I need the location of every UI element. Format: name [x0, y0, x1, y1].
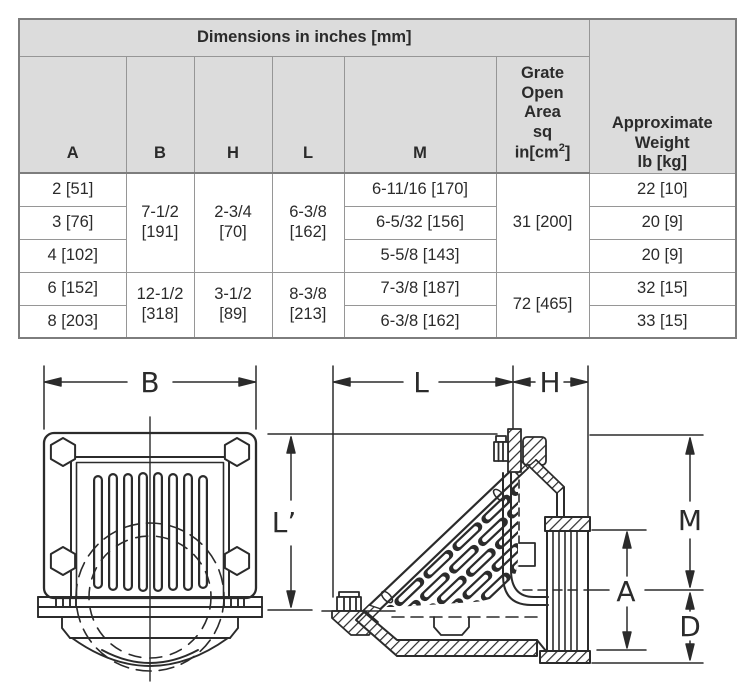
cell-weight: 33 [15] [588, 304, 737, 339]
cell-a: 4 [102] [18, 238, 127, 273]
cell-grate-group2: 72 [465] [495, 271, 590, 339]
side-back-wall [502, 472, 549, 606]
cell-m: 5-5/8 [143] [343, 238, 497, 273]
table-row: 6 [152] 12-1/2[318] 3-1/2[89] 8-3/8[213]… [18, 271, 737, 339]
cell-a: 2 [51] [18, 172, 127, 207]
cell-m: 7-3/8 [187] [343, 271, 497, 306]
side-hidden-detail [391, 479, 541, 636]
dimension-l-prime-label: L’ [272, 506, 297, 539]
dimension-m-label: M [678, 504, 702, 537]
cell-h-group1: 2-3/4[70] [193, 172, 273, 273]
weight-header-line: Approximate [611, 114, 713, 133]
column-header-a: A [18, 55, 127, 174]
column-header-l: L [271, 55, 345, 174]
table-title: Dimensions in inches [mm] [18, 18, 590, 57]
cell-weight: 32 [15] [588, 271, 737, 306]
column-header-grate-open-area: Grate Open Area sq in[cm2] [495, 55, 590, 174]
column-header-b: B [125, 55, 195, 174]
dimension-b-label: B [140, 366, 159, 399]
dimension-l-label: L [413, 366, 429, 399]
dimension-d-label: D [679, 610, 701, 643]
dimension-h-label: H [539, 366, 560, 399]
cell-m: 6-11/16 [170] [343, 172, 497, 207]
table-row: 8 [203] 6-3/8 [162] 33 [15] [18, 304, 737, 339]
table-row: 4 [102] 5-5/8 [143] 20 [9] [18, 238, 737, 273]
side-outlet [528, 459, 591, 664]
table-row: 2 [51] 7-1/2[191] 2-3/4[70] 6-3/8[162] 6… [18, 172, 737, 273]
side-grate-slots [378, 473, 518, 607]
dimension-annotations [43, 365, 704, 664]
front-view-drawing [37, 416, 263, 682]
cell-l-group2: 8-3/8[213] [271, 271, 345, 339]
front-grate-slots [93, 472, 208, 592]
side-view-drawing [321, 428, 591, 664]
cell-m: 6-3/8 [162] [343, 304, 497, 339]
column-header-weight: Approximate Weight lb [kg] [588, 18, 737, 174]
cell-b-group1: 7-1/2[191] [125, 172, 195, 273]
cell-a: 6 [152] [18, 271, 127, 306]
cell-l-group1: 6-3/8[162] [271, 172, 345, 273]
top-bolt [493, 428, 547, 473]
grate-header-unit: in[cm2] [514, 142, 571, 162]
side-base-plate [355, 611, 547, 657]
hex-bolt-icon [49, 437, 251, 576]
cell-grate-group1: 31 [200] [495, 172, 590, 273]
cell-weight: 20 [9] [588, 238, 737, 273]
dimensions-table: Dimensions in inches [mm] Approximate We… [18, 18, 738, 339]
dimension-a-label: A [616, 575, 635, 608]
column-header-h: H [193, 55, 273, 174]
cell-b-group2: 12-1/2[318] [125, 271, 195, 339]
grate-header-line: Grate [520, 64, 565, 83]
cell-m: 6-5/32 [156] [343, 205, 497, 240]
dimension-labels: B L H L’ M A D [140, 366, 702, 643]
column-header-m: M [343, 55, 497, 174]
cell-weight: 22 [10] [588, 172, 737, 207]
cell-a: 3 [76] [18, 205, 127, 240]
technical-drawing: B L H L’ M A D [37, 365, 704, 682]
table-row: 3 [76] 6-5/32 [156] 20 [9] [18, 205, 737, 240]
cell-h-group2: 3-1/2[89] [193, 271, 273, 339]
weight-header-line: lb [kg] [637, 153, 688, 172]
grate-header-line: sq [532, 122, 553, 141]
grate-header-line: Open [521, 83, 564, 102]
cell-weight: 20 [9] [588, 205, 737, 240]
weight-header-line: Weight [634, 133, 690, 152]
grate-header-line: Area [524, 103, 561, 122]
cell-a: 8 [203] [18, 304, 127, 339]
